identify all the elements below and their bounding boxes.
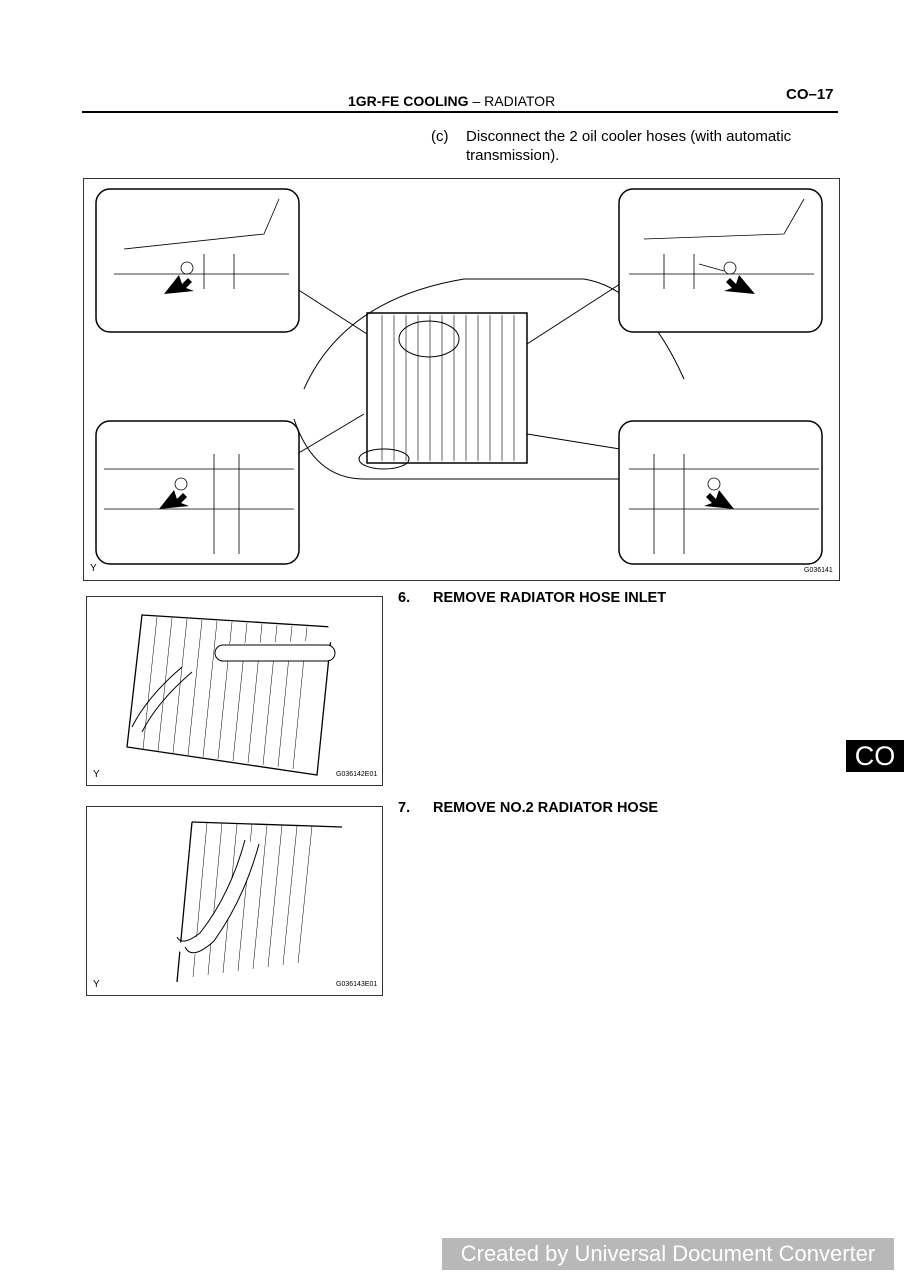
step-7-number: 7. [398,800,411,816]
step-c-text: Disconnect the 2 oil cooler hoses (with … [466,128,792,164]
header-section-rest: RADIATOR [484,93,556,109]
figure-1-corner-letter: Y [90,563,97,574]
figure-3-code: G036143E01 [336,981,378,988]
section-tab: CO [846,740,904,772]
step-7-title: REMOVE NO.2 RADIATOR HOSE [433,800,659,816]
page-number: CO–17 [786,86,834,103]
figure-2-corner-letter: Y [93,769,100,780]
no2-radiator-hose-illustration [175,821,343,983]
header-separator: – [472,93,481,109]
watermark: Created by Universal Document Converter [442,1238,894,1270]
step-c-label: (c) [431,128,449,145]
oil-cooler-illustration [95,188,823,565]
figure-no2-radiator-hose: Y G036143E01 [86,806,383,996]
header-section-bold: 1GR-FE COOLING [348,93,469,109]
figure-oil-cooler-hoses: Y G036141 [83,178,840,581]
step-6: 6. REMOVE RADIATOR HOSE INLET [398,590,818,610]
figure-2-code: G036142E01 [336,771,378,778]
figure-radiator-hose-inlet: Y G036142E01 [86,596,383,786]
page-header-title: 1GR-FE COOLING – RADIATOR [348,93,555,109]
header-rule [82,111,838,113]
figure-1-code: G036141 [804,567,833,574]
radiator-hose-inlet-illustration [126,614,338,776]
step-6-number: 6. [398,590,411,606]
step-7: 7. REMOVE NO.2 RADIATOR HOSE [398,800,818,820]
step-6-title: REMOVE RADIATOR HOSE INLET [433,590,667,606]
figure-3-corner-letter: Y [93,979,100,990]
